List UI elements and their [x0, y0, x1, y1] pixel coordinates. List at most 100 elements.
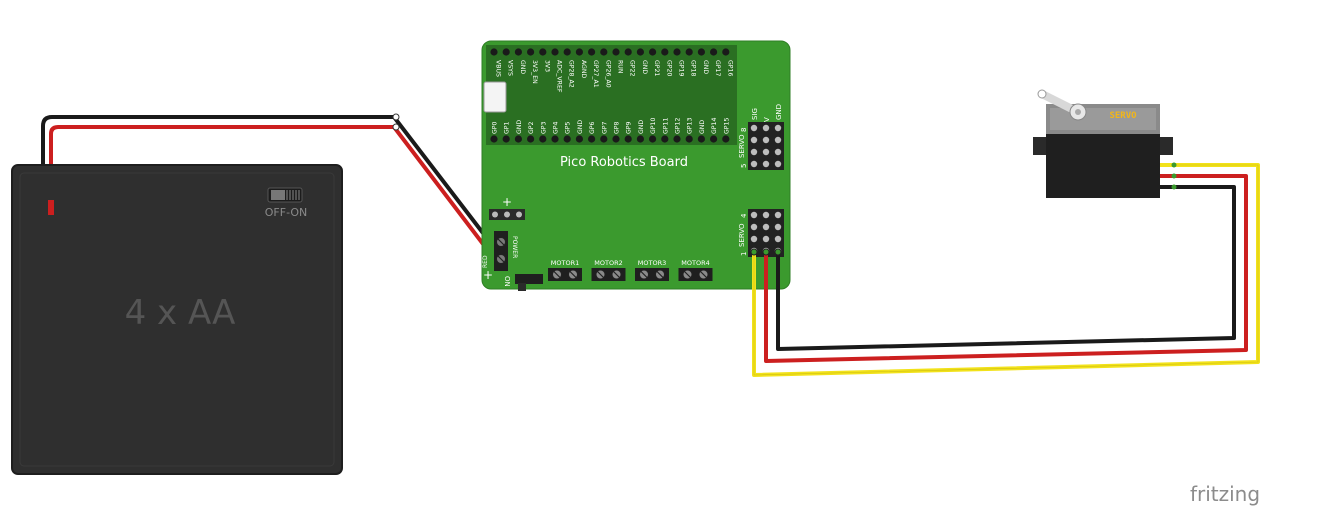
- bottom-pin: [551, 135, 559, 143]
- bottom-pin: [502, 135, 510, 143]
- top-pin: [624, 48, 632, 56]
- top-pin-label: GP26_A0: [604, 60, 611, 88]
- top-pin-label: GP27_A1: [592, 60, 599, 88]
- servo-pin: [774, 136, 782, 144]
- bottom-pin-label: GP8: [614, 121, 621, 134]
- bottom-pin-label: GP12: [675, 118, 682, 134]
- bottom-pin-label: GP4: [553, 121, 560, 134]
- servo-pin: [762, 235, 770, 243]
- servo-v-label: V: [763, 117, 771, 122]
- usb-connector: [483, 81, 507, 113]
- bottom-pin: [612, 135, 620, 143]
- top-pin-label: VBUS: [495, 60, 502, 77]
- servo-pin: [774, 211, 782, 219]
- bottom-pin: [575, 135, 584, 143]
- bottom-pin-label: GND: [516, 120, 523, 134]
- battery-label: 4 x AA: [125, 293, 236, 333]
- servo-pin: [750, 124, 758, 132]
- power-plus-label: +: [483, 268, 493, 282]
- aux-header: [489, 209, 525, 220]
- top-pin: [697, 48, 706, 56]
- battery-pack: OFF-ON 4 x AA: [11, 164, 343, 475]
- bottom-pin: [722, 135, 730, 143]
- servo-gnd-label: GND: [775, 104, 783, 120]
- bottom-pin: [539, 135, 547, 143]
- bottom-pin: [624, 135, 632, 143]
- bottom-pin: [563, 135, 571, 143]
- top-pin: [514, 48, 523, 56]
- top-pin-label: GP21: [653, 60, 660, 76]
- bottom-pin: [673, 135, 681, 143]
- bottom-pin-label: GP5: [565, 121, 572, 134]
- bottom-pin: [697, 135, 706, 143]
- top-pin-label: RUN: [617, 60, 624, 74]
- top-pin-label: VSYS: [507, 60, 514, 76]
- servo-num-4: 4: [740, 213, 748, 218]
- motor-terminal-4: MOTOR4: [678, 259, 713, 281]
- top-pin: [685, 48, 693, 56]
- top-pin: [551, 48, 559, 56]
- top-pin: [600, 48, 608, 56]
- servo-wires: [750, 163, 1260, 377]
- servo-pin: [774, 148, 782, 156]
- top-pin-row: [490, 48, 730, 56]
- top-pin-label: 3V3_EN: [531, 60, 538, 84]
- servo-pin: [762, 160, 770, 168]
- servo-label: SERVO: [1109, 111, 1137, 121]
- bottom-pin: [685, 135, 693, 143]
- bottom-pin: [490, 135, 498, 143]
- servo-pin: [762, 211, 770, 219]
- bottom-pin: [600, 135, 608, 143]
- bottom-pin-label: GP10: [650, 118, 657, 134]
- servo-num-8: 8: [740, 128, 748, 132]
- aux-plus-label: +: [502, 195, 512, 209]
- bottom-pin-label: GP6: [589, 121, 596, 134]
- fritzing-watermark: fritzing: [1190, 482, 1260, 506]
- servo-pin: [774, 235, 782, 243]
- top-pin: [588, 48, 596, 56]
- top-pin: [612, 48, 620, 56]
- servo-pin: [750, 136, 758, 144]
- servo-num-1: 1: [740, 252, 748, 256]
- bottom-pin-label: GP14: [711, 118, 718, 134]
- servo-pin: [762, 136, 770, 144]
- board-switch-label: ON: [503, 276, 511, 287]
- bottom-pin-label: GP3: [540, 121, 547, 134]
- bottom-pin-label: GP11: [662, 118, 669, 134]
- board-switch: [515, 274, 543, 291]
- top-pin-label: GP18: [690, 60, 697, 76]
- top-pin: [490, 48, 498, 56]
- motor-label: MOTOR3: [638, 259, 666, 267]
- bottom-pin-row: [490, 135, 730, 143]
- servo-label-lower: SERVO: [738, 223, 746, 247]
- servo-pin: [774, 223, 782, 231]
- bottom-pin-label: GP9: [626, 121, 633, 134]
- motor-terminal-1: MOTOR1: [548, 259, 582, 281]
- top-pin: [710, 48, 718, 56]
- bottom-pin-label: GND: [638, 120, 645, 134]
- motor-label: MOTOR1: [551, 259, 579, 267]
- servo-pin: [774, 160, 782, 168]
- top-pin-label: GP20: [665, 60, 672, 76]
- top-pin: [722, 48, 730, 56]
- top-pin: [502, 48, 510, 56]
- pico-header-area: [486, 45, 737, 145]
- battery-wires: [41, 113, 501, 267]
- servo-label-upper: SERVO: [738, 134, 746, 158]
- top-pin: [661, 48, 669, 56]
- bottom-pin-label: GND: [577, 120, 584, 134]
- bottom-pin: [649, 135, 657, 143]
- board-title: Pico Robotics Board: [560, 155, 688, 170]
- top-pin-label: GP17: [714, 60, 721, 76]
- top-pin-label: AGND: [580, 60, 587, 79]
- servo-motor: SERVO: [1033, 89, 1177, 198]
- battery-switch: [267, 187, 303, 203]
- bottom-pin: [661, 135, 669, 143]
- top-pin-label: 3V3: [543, 60, 550, 72]
- servo-pin: [750, 148, 758, 156]
